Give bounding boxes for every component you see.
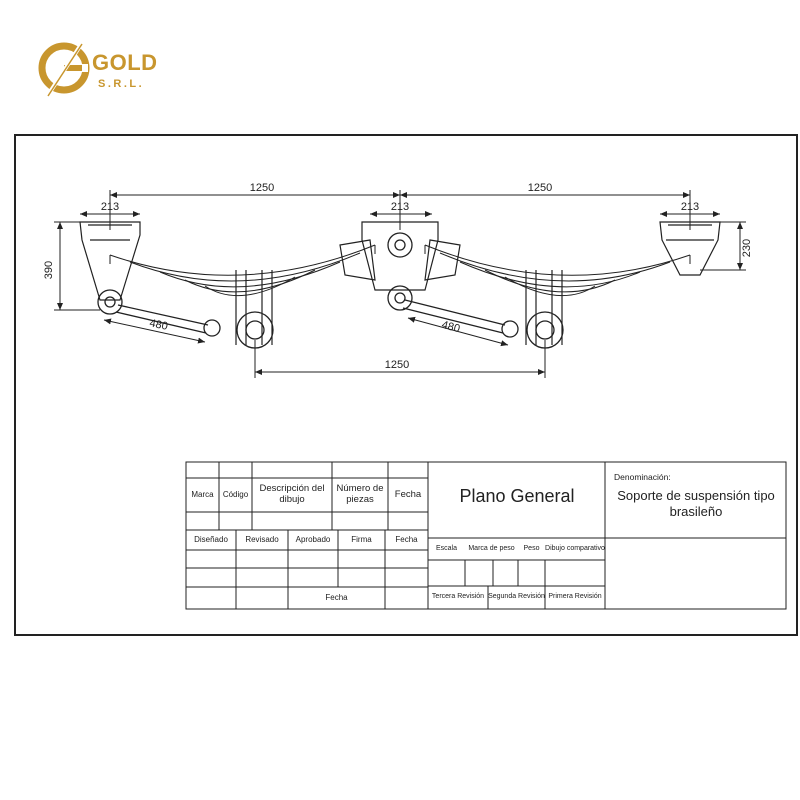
header-descripcion: Descripción del dibujo: [259, 483, 325, 505]
denominacion-value: Soporte de suspensión tipo brasileño: [617, 488, 775, 520]
dim-top-left-span: 1250: [250, 182, 274, 194]
dimension-lines: [54, 190, 746, 378]
dim-hanger-center: 213: [391, 201, 409, 213]
gold-logo: GOLD S.R.L.: [36, 36, 186, 106]
dim-axle-spacing: 1250: [385, 359, 409, 371]
sig-fecha: Fecha: [395, 535, 418, 545]
header-marca: Marca: [191, 490, 214, 500]
torque-arms: [115, 299, 519, 338]
hanger-brackets: [79, 221, 721, 301]
footer-fecha: Fecha: [325, 593, 348, 603]
dim-torque-arm-left: 480: [148, 317, 168, 333]
revision-tercera: Tercera Revisión: [431, 593, 485, 601]
leaf-spring-right: [424, 244, 691, 297]
denominacion-label: Denominación:: [614, 472, 671, 482]
scale-escala: Escala: [435, 544, 457, 552]
dim-height-left: 390: [43, 261, 55, 279]
header-fecha: Fecha: [394, 488, 422, 500]
sig-disenado: Diseñado: [194, 535, 228, 545]
plano-title: Plano General: [459, 486, 575, 506]
gold-g-emblem-icon: [38, 38, 90, 100]
scale-marca-peso: Marca de peso: [468, 544, 515, 552]
dim-top-right-span: 1250: [528, 182, 552, 194]
leaf-spring-left: [109, 244, 376, 297]
revision-segunda: Segunda Revisión: [488, 593, 545, 601]
dim-hanger-left: 213: [101, 201, 119, 213]
sig-firma: Firma: [351, 535, 372, 545]
spring-eyes: [97, 232, 413, 315]
dim-torque-arm-right: 480: [440, 319, 461, 335]
dimension-labels: 1250 1250 213 213 213 390 230 480 480 12…: [43, 182, 753, 371]
revision-primera: Primera Revisión: [548, 593, 602, 601]
sig-aprobado: Aprobado: [295, 535, 331, 545]
header-codigo: Código: [222, 490, 249, 500]
scale-dibujo-comparativo: Dibujo comparativo: [545, 544, 605, 552]
sig-revisado: Revisado: [245, 535, 279, 545]
logo-brand: GOLD: [92, 50, 158, 75]
drawing-sheet: [14, 134, 798, 636]
u-bolts: [235, 270, 563, 345]
axle-seats: [236, 311, 564, 349]
scale-peso: Peso: [523, 544, 540, 552]
logo-subtitle: S.R.L.: [98, 78, 145, 90]
title-block-grid: [185, 461, 787, 610]
dim-hanger-right: 213: [681, 201, 699, 213]
dim-height-right: 230: [741, 239, 753, 257]
header-numero-piezas: Número de piezas: [336, 483, 384, 505]
